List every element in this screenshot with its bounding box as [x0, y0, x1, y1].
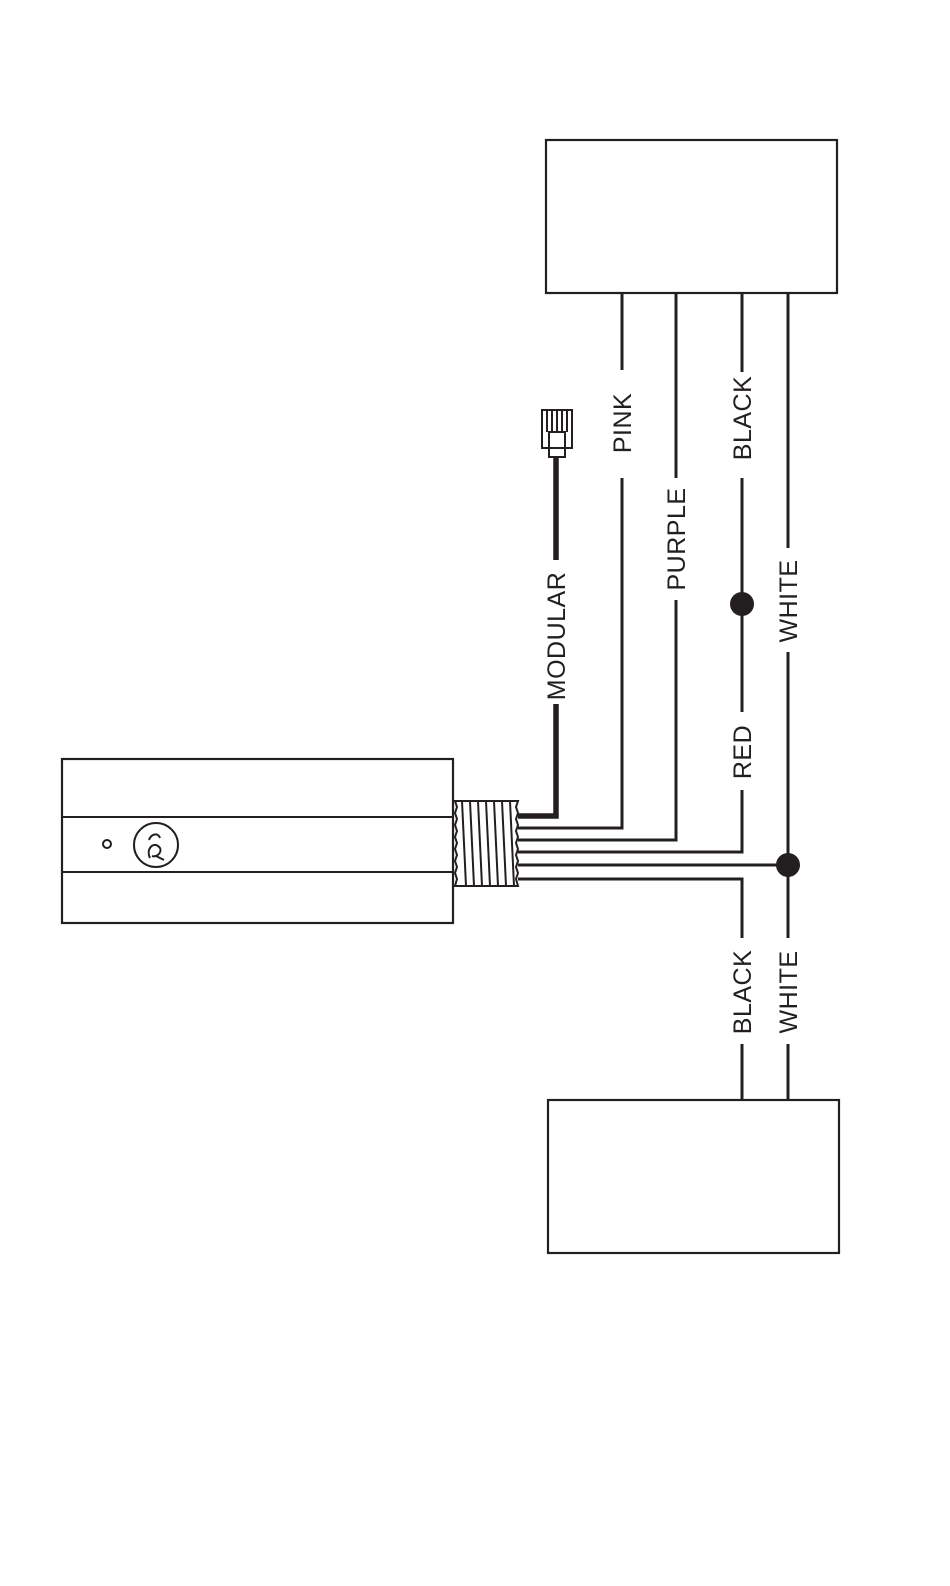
label-black-bottom: BLACK	[729, 950, 757, 1034]
label-modular: MODULAR	[543, 572, 571, 701]
purple-wire	[518, 293, 676, 840]
label-white-bottom: WHITE	[775, 950, 803, 1033]
label-red: RED	[729, 725, 757, 779]
label-pink: PINK	[609, 393, 637, 453]
bottom-supply-box	[548, 1100, 839, 1253]
top-load-box	[546, 140, 837, 293]
black-supply-wire	[518, 879, 742, 1100]
red-black-splice-dot	[730, 592, 754, 616]
controller-module	[62, 759, 453, 923]
label-black-top: BLACK	[729, 376, 757, 460]
threaded-nipple	[455, 801, 518, 886]
white-neutral-splice-dot	[776, 853, 800, 877]
label-white-top: WHITE	[775, 559, 803, 642]
pink-wire	[518, 293, 622, 828]
rj-modular-plug-icon	[542, 410, 572, 457]
controller-body	[62, 759, 453, 923]
label-purple: PURPLE	[663, 487, 691, 590]
